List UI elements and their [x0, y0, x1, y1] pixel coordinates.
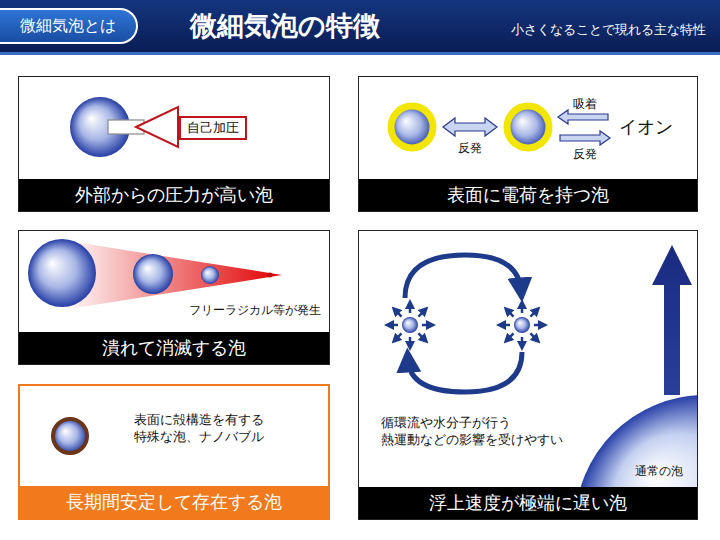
charged-bubble: [507, 106, 549, 148]
circulation-arrow: [408, 352, 522, 392]
circulation-arrow: [405, 255, 521, 298]
panel-band: 潰れて消滅する泡: [19, 332, 329, 364]
motion-arrow: [534, 324, 543, 327]
header-band: [0, 0, 720, 52]
feature-panel: 外部からの圧力が高い泡 自己加圧: [18, 76, 330, 212]
repel-arrow: [560, 131, 610, 145]
panel-band: 外部からの圧力が高い泡: [19, 179, 329, 211]
feature-panel: 循環流や水分子が行う 熱運動などの影響を受けやすい浮上速度が極端に遅い泡 通常の泡: [358, 230, 698, 520]
bubble: [133, 254, 173, 294]
motion-arrow: [409, 304, 412, 313]
bubble-label: 通常の泡: [635, 463, 683, 479]
panel-band: 長期間安定して存在する泡: [20, 486, 328, 518]
arrow-label: 反発: [573, 147, 597, 161]
arrow-label: 吸着: [573, 97, 597, 111]
tab-label: 微細気泡とは: [0, 10, 136, 42]
micro-bubble: [514, 317, 530, 333]
pressure-arrow-head: [136, 107, 178, 147]
shell-bubble: [53, 419, 87, 453]
charged-bubble: [391, 106, 433, 148]
panel-note: 循環流や水分子が行う 熱運動などの影響を受けやすい: [381, 415, 563, 449]
arrow-label: 反発: [458, 141, 482, 155]
bubble: [201, 266, 219, 284]
motion-arrow: [395, 333, 401, 339]
normal-bubble: [575, 395, 697, 488]
rise-arrow: [652, 245, 692, 395]
feature-panel: フリーラジカル等が発生潰れて消滅する泡: [18, 230, 330, 365]
page-title: 微細気泡の特徴: [190, 9, 380, 43]
motion-arrow: [389, 324, 398, 327]
section-tab: 微細気泡とは: [0, 8, 138, 44]
bubble: [28, 239, 96, 307]
pressure-arrow-box: 自己加圧: [179, 116, 247, 140]
motion-arrow: [507, 333, 513, 339]
arrow-label: 自己加圧: [187, 119, 239, 137]
subtitle: 小さくなることで現れる主な特性: [511, 22, 706, 38]
motion-arrow: [530, 333, 536, 339]
bubble-dot: [268, 273, 273, 278]
repel-arrow: [443, 118, 497, 136]
header-rule: [0, 52, 720, 55]
panel-band: 表面に電荷を持つ泡: [359, 179, 697, 211]
motion-arrow: [521, 304, 524, 313]
panel-note: フリーラジカル等が発生: [189, 303, 321, 319]
feature-panel: 表面に殻構造を有する 特殊な泡、ナノバブル長期間安定して存在する泡: [18, 384, 330, 520]
motion-arrow: [418, 333, 424, 339]
micro-bubble: [402, 317, 418, 333]
motion-arrow: [501, 324, 510, 327]
adsorb-arrow: [558, 110, 608, 124]
ion-label: イオン: [619, 116, 673, 138]
motion-arrow: [422, 324, 431, 327]
motion-arrow: [418, 310, 424, 316]
panel-band: 浮上速度が極端に遅い泡: [359, 487, 697, 519]
motion-arrow: [395, 310, 401, 316]
motion-arrow: [530, 310, 536, 316]
feature-panel: 表面に電荷を持つ泡 反発 吸着反発 イオン: [358, 76, 698, 212]
motion-arrow: [521, 337, 524, 346]
panel-note: 表面に殻構造を有する 特殊な泡、ナノバブル: [134, 412, 264, 446]
motion-arrow: [409, 337, 412, 346]
thermal-motion-arrows: [389, 304, 543, 346]
bubble-label-box: 通常の泡: [635, 463, 683, 479]
motion-arrow: [507, 310, 513, 316]
